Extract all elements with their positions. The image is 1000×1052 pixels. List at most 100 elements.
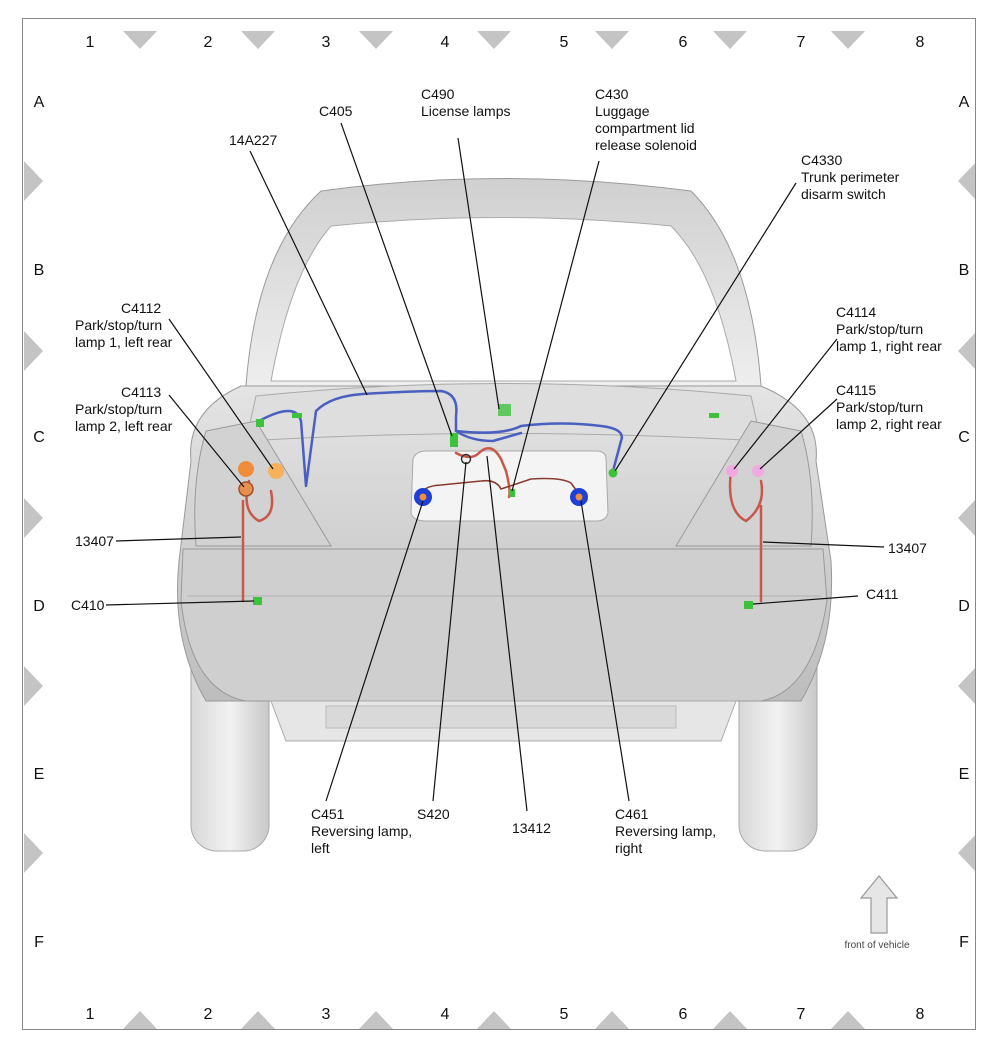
right-marker — [958, 163, 975, 199]
leader-c411 — [752, 595, 859, 605]
label-c410: C410 — [71, 597, 105, 613]
leader-c451 — [325, 500, 424, 802]
leader-lines — [105, 122, 885, 812]
leader-14a227 — [249, 150, 368, 396]
left-marker — [24, 161, 43, 201]
diagram-frame: 1 2 3 4 5 6 7 8 1 2 3 4 5 6 7 8 A B C D … — [22, 18, 976, 1030]
left-marker — [24, 498, 43, 538]
column-label-bottom: 3 — [322, 1006, 331, 1023]
column-label-top: 7 — [797, 34, 806, 51]
column-label-bottom: 2 — [204, 1006, 213, 1023]
label-c490: C490 License lamps — [421, 86, 511, 119]
top-marker — [831, 31, 865, 49]
leader-13412 — [486, 455, 528, 812]
leader-c4115 — [759, 398, 838, 470]
red-harness-13407-right — [728, 469, 764, 603]
column-label-bottom: 8 — [916, 1006, 925, 1023]
left-marker — [24, 666, 43, 706]
top-marker — [241, 31, 275, 49]
label-c461: C461 Reversing lamp, right — [615, 806, 720, 856]
label-13407-left: 13407 — [75, 533, 114, 549]
wiring-location-diagram: 1 2 3 4 5 6 7 8 1 2 3 4 5 6 7 8 A B C D … — [24, 31, 975, 1029]
bottom-marker — [241, 1011, 275, 1029]
bottom-marker — [359, 1011, 393, 1029]
leader-c4114 — [733, 338, 838, 470]
row-label-left: A — [34, 94, 45, 111]
column-label-top: 8 — [916, 34, 925, 51]
leader-c430 — [511, 160, 600, 492]
column-label-top: 4 — [441, 34, 450, 51]
column-label-top: 3 — [322, 34, 331, 51]
bottom-marker — [713, 1011, 747, 1029]
label-s420: S420 — [417, 806, 450, 822]
leader-c4330 — [614, 182, 797, 472]
exhaust-area — [325, 705, 677, 729]
right-marker — [958, 333, 975, 369]
column-label-bottom: 5 — [560, 1006, 569, 1023]
front-of-vehicle-indicator: front of vehicle — [844, 875, 910, 951]
row-label-left: F — [34, 934, 44, 951]
leader-c4112 — [168, 318, 274, 470]
leader-c461 — [580, 500, 630, 802]
bottom-marker — [595, 1011, 629, 1029]
row-label-left: E — [34, 766, 45, 783]
leader-c4113 — [168, 394, 245, 488]
rear-window — [270, 217, 737, 382]
top-marker — [595, 31, 629, 49]
c461-reversing-lamp-right-core — [575, 493, 583, 501]
row-label-right: F — [959, 934, 969, 951]
right-marker — [958, 668, 975, 704]
right-marker — [958, 500, 975, 536]
vehicle-rear-illustration — [177, 178, 833, 852]
label-13412: 13412 — [512, 820, 551, 836]
column-label-bottom: 1 — [86, 1006, 95, 1023]
top-marker — [477, 31, 511, 49]
leader-13407-left — [115, 536, 242, 542]
leader-c410 — [105, 600, 255, 606]
column-label-bottom: 7 — [797, 1006, 806, 1023]
label-c451: C451 Reversing lamp, left — [311, 806, 416, 856]
label-c4114: C4114 Park/stop/turn lamp 1, right rear — [836, 304, 942, 354]
row-label-right: E — [959, 766, 970, 783]
column-label-bottom: 6 — [679, 1006, 688, 1023]
c490-connector — [498, 404, 511, 416]
component-labels: C490 License lamps C430 Luggage compartm… — [71, 86, 942, 856]
right-marker — [958, 835, 975, 871]
left-tail-lamp-housing — [194, 420, 332, 547]
row-label-right: C — [958, 429, 970, 446]
top-marker — [359, 31, 393, 49]
c4113-lamp-2-left — [238, 461, 254, 477]
grid-border-markers — [24, 31, 975, 1029]
column-label-bottom: 4 — [441, 1006, 450, 1023]
row-label-left: B — [34, 262, 45, 279]
red-harness-13407-left — [241, 479, 274, 603]
c411-connector — [744, 601, 753, 609]
c410-connector — [253, 597, 262, 605]
rear-bumper — [180, 548, 828, 702]
bottom-marker — [123, 1011, 157, 1029]
blue-harness-branch — [454, 429, 523, 443]
left-clip — [292, 413, 302, 418]
row-label-right: D — [958, 598, 970, 615]
label-c405: C405 — [319, 103, 353, 119]
label-c4330: C4330 Trunk perimeter disarm switch — [801, 152, 903, 202]
leader-c490 — [457, 137, 500, 410]
bottom-marker — [477, 1011, 511, 1029]
column-label-top: 2 — [204, 34, 213, 51]
front-arrow-icon — [859, 875, 899, 934]
right-clip — [709, 413, 719, 418]
leader-c405 — [340, 122, 453, 437]
left-marker — [24, 331, 43, 371]
leader-13407-right — [762, 541, 885, 548]
brown-reversing-harness — [420, 477, 582, 498]
front-of-vehicle-caption: front of vehicle — [844, 940, 909, 951]
label-c4112: C4112 Park/stop/turn lamp 1, left rear — [75, 300, 173, 350]
left-marker — [24, 833, 43, 873]
column-label-top: 5 — [560, 34, 569, 51]
column-label-top: 6 — [679, 34, 688, 51]
c430-connector — [509, 489, 515, 497]
left-trunk-connector — [256, 419, 264, 427]
grid-labels: 1 2 3 4 5 6 7 8 1 2 3 4 5 6 7 8 A B C D … — [33, 34, 970, 1023]
row-label-left: C — [33, 429, 45, 446]
c451-reversing-lamp-left-core — [419, 493, 427, 501]
